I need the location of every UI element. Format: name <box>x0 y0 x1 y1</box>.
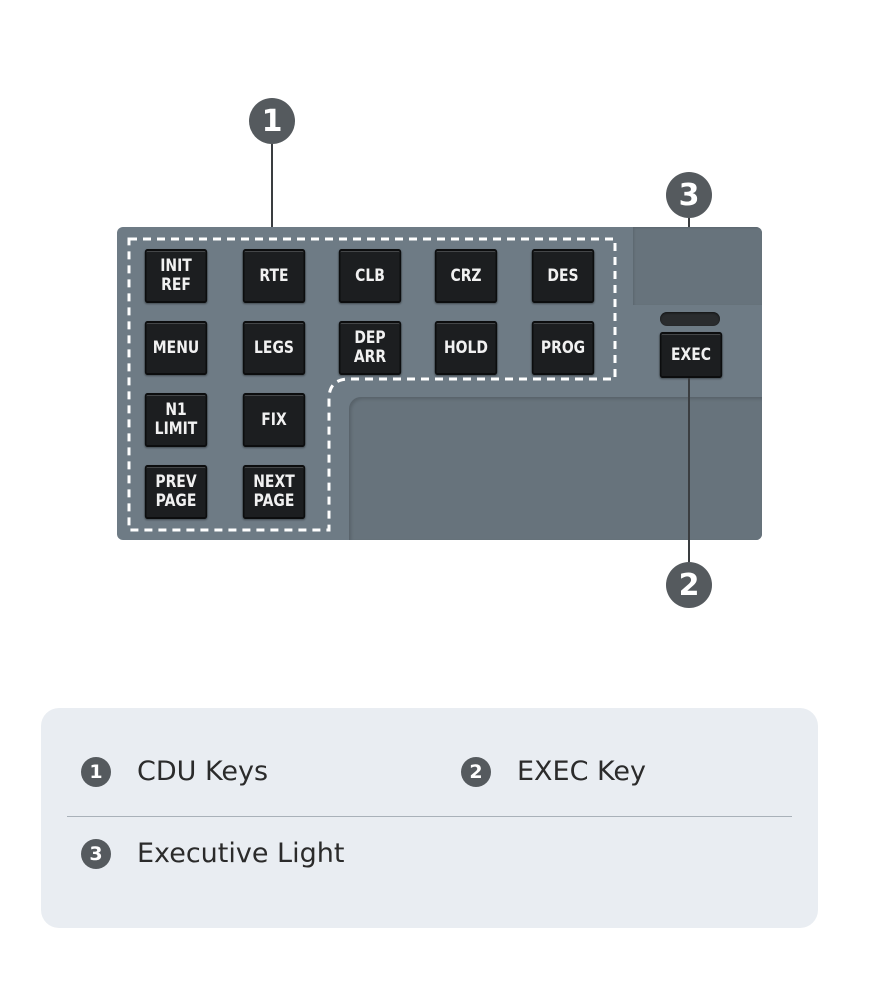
key-prev-page[interactable]: PREV PAGE <box>144 465 208 519</box>
key-des-label: DES <box>547 265 579 286</box>
key-init-ref-line2: REF <box>161 275 191 295</box>
callout-1-leader <box>271 144 273 234</box>
key-menu-label: MENU <box>152 337 200 358</box>
key-prev-page-line2: PAGE <box>155 491 197 511</box>
panel-upper-right-recess <box>633 227 762 305</box>
legend-item-cdu-keys: 1 CDU Keys <box>81 756 268 787</box>
key-init-ref-line1: INIT <box>160 256 192 276</box>
executive-light <box>660 312 720 326</box>
key-hold[interactable]: HOLD <box>434 321 498 375</box>
key-hold-label: HOLD <box>444 337 488 358</box>
legend-item-executive-light: 3 Executive Light <box>81 838 344 869</box>
callout-2-leader <box>688 378 690 562</box>
legend-number-3: 3 <box>81 838 111 869</box>
key-crz-label: CRZ <box>450 265 482 286</box>
key-prog[interactable]: PROG <box>531 321 595 375</box>
key-next-page[interactable]: NEXT PAGE <box>242 465 306 519</box>
legend-item-exec-key: 2 EXEC Key <box>461 756 646 787</box>
key-rte[interactable]: RTE <box>242 249 306 303</box>
legend-label-executive-light: Executive Light <box>137 838 345 869</box>
legend-number-1: 1 <box>81 756 111 787</box>
key-fix-label: FIX <box>261 409 287 430</box>
key-dep-arr[interactable]: DEP ARR <box>338 321 402 375</box>
key-init-ref[interactable]: INIT REF <box>144 249 208 303</box>
key-dep-arr-line1: DEP <box>354 328 386 348</box>
legend-divider <box>67 816 792 817</box>
panel-lower-recess <box>349 397 762 540</box>
key-n1-limit-line2: LIMIT <box>154 419 198 439</box>
callout-2: 2 <box>666 562 712 608</box>
key-menu[interactable]: MENU <box>144 321 208 375</box>
key-legs-label: LEGS <box>254 337 294 358</box>
key-clb[interactable]: CLB <box>338 249 402 303</box>
legend-label-exec-key: EXEC Key <box>517 756 647 787</box>
key-exec[interactable]: EXEC <box>659 332 723 378</box>
legend-number-2: 2 <box>461 756 491 787</box>
key-clb-label: CLB <box>355 265 385 286</box>
callout-3: 3 <box>666 172 712 218</box>
callout-1: 1 <box>249 98 295 144</box>
legend-box: 1 CDU Keys 2 EXEC Key 3 Executive Light <box>41 708 818 928</box>
key-prev-page-line1: PREV <box>155 472 197 492</box>
key-crz[interactable]: CRZ <box>434 249 498 303</box>
cdu-keyboard-panel: INIT REF RTE CLB CRZ DES MENU LEGS DEP A… <box>117 227 762 540</box>
key-next-page-line1: NEXT <box>253 472 295 492</box>
legend-label-cdu-keys: CDU Keys <box>137 756 269 787</box>
key-next-page-line2: PAGE <box>253 491 295 511</box>
key-legs[interactable]: LEGS <box>242 321 306 375</box>
key-exec-label: EXEC <box>670 344 712 365</box>
key-n1-limit[interactable]: N1 LIMIT <box>144 393 208 447</box>
key-rte-label: RTE <box>259 265 289 286</box>
key-dep-arr-line2: ARR <box>353 347 387 367</box>
key-fix[interactable]: FIX <box>242 393 306 447</box>
key-n1-limit-line1: N1 <box>165 400 187 420</box>
key-des[interactable]: DES <box>531 249 595 303</box>
key-prog-label: PROG <box>540 337 586 358</box>
